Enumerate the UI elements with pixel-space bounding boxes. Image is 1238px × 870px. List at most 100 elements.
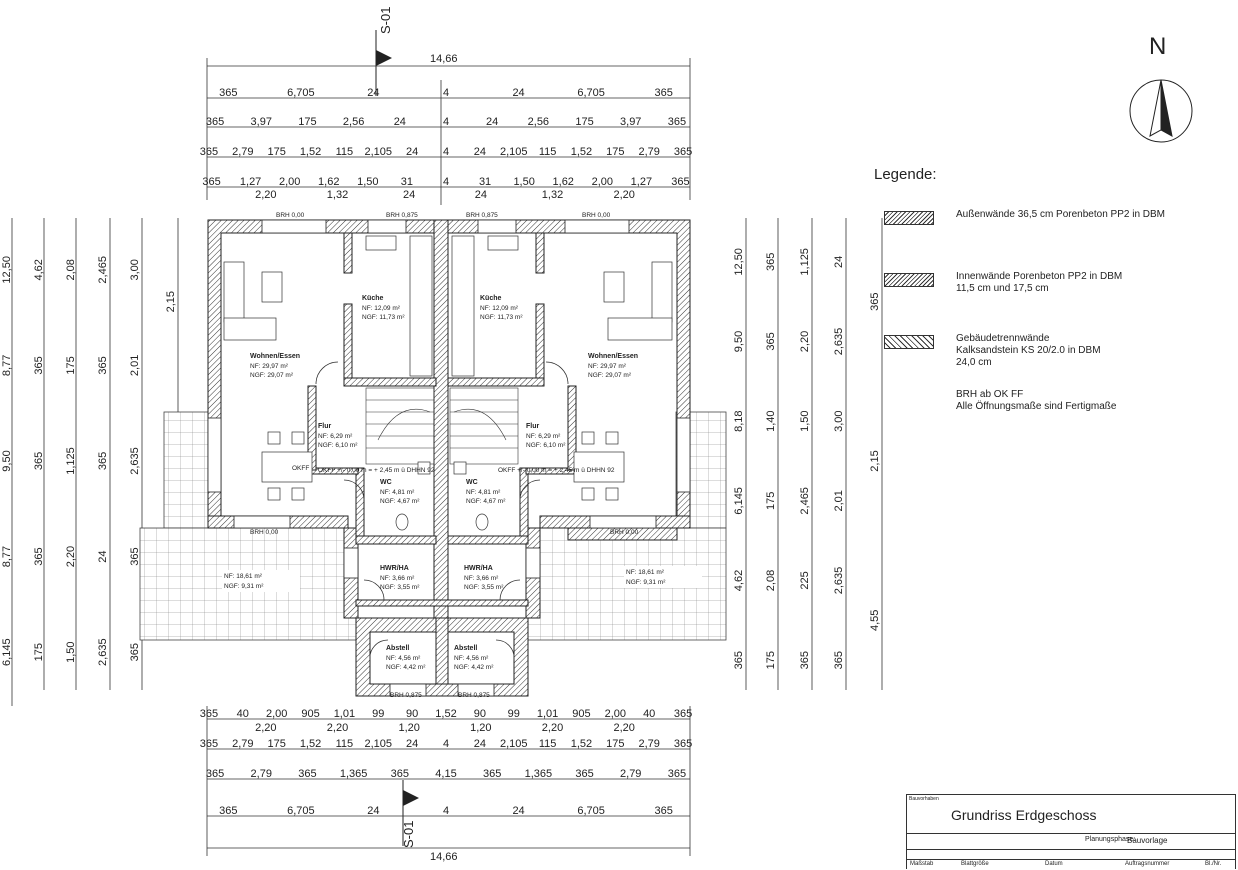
room-ngf: NGF: 29,07 m²	[588, 372, 632, 379]
tb-col: Datum	[1045, 861, 1063, 867]
legend-title: Legende:	[874, 166, 937, 183]
dimension-value: 2,20	[613, 189, 634, 201]
room-flur-left: Flur NF: 6,29 m² NGF: 6,10 m²	[318, 423, 358, 449]
dimension-value: 115	[539, 738, 557, 750]
room-name: Wohnen/Essen	[588, 353, 638, 360]
dimension-value: 1,365	[340, 768, 368, 780]
room-nf: NF: 4,81 m²	[380, 489, 415, 496]
room-ngf: NGF: 29,07 m²	[250, 372, 294, 379]
staircase-left	[365, 387, 435, 465]
dimension-value: 2,20	[255, 722, 276, 734]
brh-labels: BRH 0,00 BRH 0,875 BRH 0,875 BRH 0,00 BR…	[250, 212, 639, 699]
room-nf: NF: 29,97 m²	[588, 363, 627, 370]
room-flur-right: Flur NF: 6,29 m² NGF: 6,10 m²	[526, 423, 566, 449]
dimension-value: 2,01	[129, 355, 141, 376]
legend-item-party-walls: Gebäudetrennwände Kalksandstein KS 20/2.…	[874, 333, 1234, 389]
dimension-value: 4	[443, 805, 449, 817]
dimension-value: 2,00	[266, 708, 287, 720]
dimension-value: 8,18	[733, 410, 745, 431]
dimension-value: 8,77	[1, 355, 13, 376]
dimension-value: 90	[406, 708, 418, 720]
room-ngf: NGF: 3,55 m²	[380, 584, 420, 591]
room-ngf: NGF: 11,73 m²	[362, 314, 405, 321]
tb-col: Blattgröße	[961, 861, 989, 867]
dimension-value: 3,97	[620, 116, 641, 128]
room-ngf: NGF: 4,42 m²	[454, 664, 494, 671]
room-ngf: NGF: 3,55 m²	[464, 584, 504, 591]
dimension-value: 4	[443, 176, 449, 188]
dimension-value: 175	[298, 116, 316, 128]
room-nf: NF: 4,56 m²	[454, 655, 489, 662]
room-nf: NF: 3,66 m²	[380, 575, 415, 582]
room-nf: NF: 12,09 m²	[480, 305, 519, 312]
dimension-value: 115	[336, 738, 354, 750]
dimension-value: 2,20	[613, 722, 634, 734]
north-arrow: N	[1129, 33, 1193, 143]
room-ngf: NGF: 6,10 m²	[526, 442, 566, 449]
dimension-value: 1,365	[525, 768, 553, 780]
dimension-value: 175	[575, 116, 593, 128]
furniture	[223, 235, 673, 531]
room-name: Abstell	[386, 645, 409, 652]
dimension-value: 2,01	[833, 490, 845, 511]
dimension-value: 2,635	[97, 638, 109, 666]
room-nf: NF: 4,81 m²	[466, 489, 501, 496]
dimension-value: 2,635	[129, 447, 141, 475]
dimension-value: 365	[655, 805, 673, 817]
dimension-value: 2,635	[833, 328, 845, 356]
dimension-value: 365	[765, 332, 777, 350]
dimension-value: 24	[512, 805, 524, 817]
dimension-value: 1,32	[542, 189, 563, 201]
room-name: HWR/HA	[380, 565, 409, 572]
dimension-value: 365	[799, 651, 811, 669]
room-name: Abstell	[454, 645, 477, 652]
title-block: Bauvorhaben Grundriss Erdgeschoss Planun…	[906, 794, 1236, 869]
dimension-value: 24	[475, 189, 487, 201]
windows	[207, 219, 691, 697]
legend: Legende: Außenwände 36,5 cm Porenbeton P…	[874, 166, 1234, 413]
dimension-value: 2,56	[343, 116, 364, 128]
dimension-value: 40	[643, 708, 655, 720]
terrace-right-label-bg	[624, 566, 702, 588]
dimension-value: 3,00	[833, 410, 845, 431]
dimension-value: 1,62	[318, 176, 339, 188]
dimension-value: 365	[219, 87, 237, 99]
room-name: Küche	[362, 295, 384, 302]
legend-item-inner-walls: Innenwände Porenbeton PP2 in DBM 11,5 cm…	[874, 271, 1234, 333]
dimension-value: 90	[474, 708, 486, 720]
section-marker-top: S-01	[375, 7, 393, 96]
dimension-value: 24	[474, 738, 486, 750]
brh-label: BRH 0,875	[458, 692, 490, 699]
dimension-value: 2,79	[251, 768, 272, 780]
legend-text: Gebäudetrennwände Kalksandstein KS 20/2.…	[956, 333, 1101, 369]
dimension-value: 175	[267, 146, 285, 158]
room-name: Küche	[480, 295, 502, 302]
dimension-value: 365	[733, 651, 745, 669]
dimension-value: 6,145	[733, 487, 745, 515]
dimension-value: 1,50	[513, 176, 534, 188]
hatch-swatch-icon	[884, 335, 934, 349]
dimension-value: 1,27	[240, 176, 261, 188]
brh-label: BRH 0,875	[390, 692, 422, 699]
dimension-value: 1,52	[300, 146, 321, 158]
dimension-value: 365	[219, 805, 237, 817]
dimension-value: 1,50	[799, 410, 811, 431]
dimension-value: 24	[97, 550, 109, 562]
brh-label: BRH 0,00	[276, 212, 305, 219]
dimension-value: 2,00	[592, 176, 613, 188]
tb-small-label: Bauvorhaben	[909, 796, 939, 802]
room-nf: NF: 6,29 m²	[526, 433, 561, 440]
dimension-value: 2,105	[500, 146, 528, 158]
legend-note: Alle Öffnungsmaße sind Fertigmaße	[956, 401, 1117, 412]
terrace-ngf: NGF: 9,31 m²	[626, 579, 666, 586]
terrace-nf: NF: 18,61 m²	[626, 569, 665, 576]
dimension-value: 24	[403, 189, 415, 201]
dimension-value: 2,08	[65, 259, 77, 280]
dimension-value: 6,705	[287, 87, 315, 99]
room-name: WC	[466, 479, 478, 486]
dimension-value: 365	[33, 547, 45, 565]
dimension-value: 4,55	[869, 610, 881, 631]
north-label: N	[1149, 33, 1166, 60]
dimension-value: 365	[668, 116, 686, 128]
